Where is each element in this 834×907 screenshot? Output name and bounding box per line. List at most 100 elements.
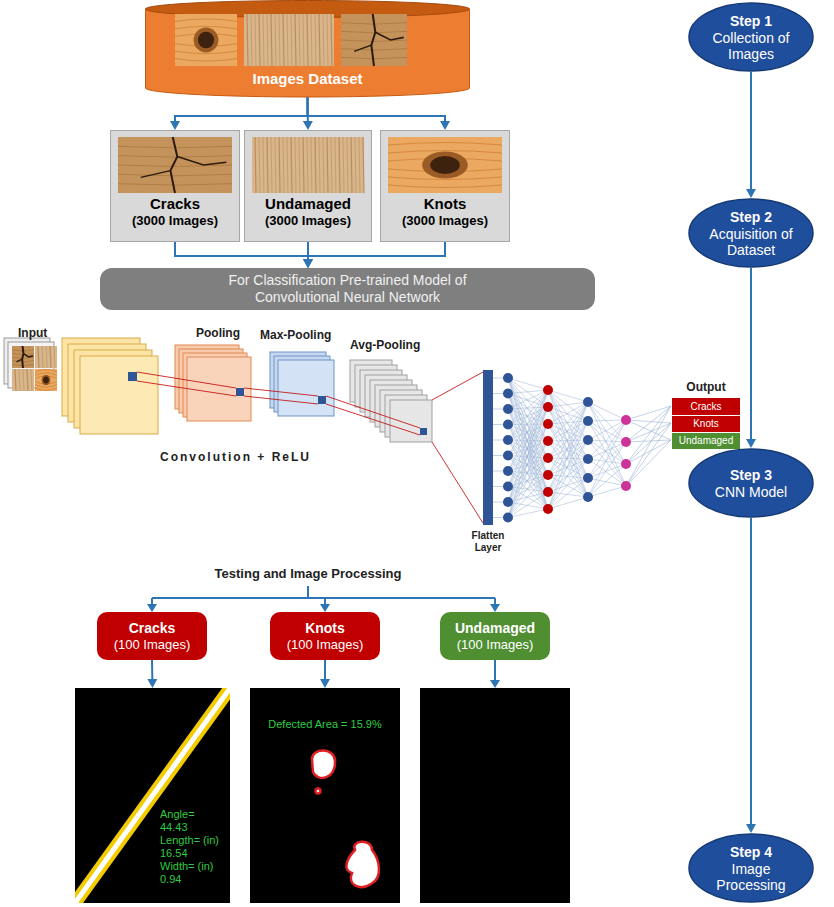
node-title: Angle= 44.43 Length= (in) 16.54 Width= (… — [160, 808, 224, 886]
wood-photos — [283, 14, 284, 66]
dense-layers — [493, 373, 671, 523]
dense-layers — [503, 373, 513, 383]
figure-label: Avg-Pooling — [350, 338, 420, 352]
conv-layers — [128, 372, 137, 381]
dense-layers — [508, 378, 548, 475]
wood-photos — [341, 40, 407, 42]
wood-photos — [275, 137, 276, 193]
dense-layers — [621, 481, 631, 491]
wood-photos — [251, 14, 252, 66]
flow-arrow — [746, 189, 756, 198]
node-title: Cracks — [690, 401, 721, 413]
wood-photos — [315, 14, 316, 66]
dense-layers — [588, 420, 626, 497]
dense-layers — [508, 440, 548, 441]
wood-photos — [335, 137, 336, 193]
dense-layers — [503, 435, 513, 445]
ellipse-shape — [689, 449, 813, 517]
dense-layers — [588, 478, 626, 486]
max-pooling-layers — [270, 352, 334, 416]
test-split-arrows — [152, 597, 495, 599]
node-title: Step 4 — [730, 844, 772, 861]
figure-label: Testing and Image Processing — [200, 566, 416, 582]
dense-layers — [626, 406, 671, 486]
wood-photos — [319, 137, 320, 193]
dense-layers — [626, 423, 671, 486]
dense-layers — [503, 497, 513, 507]
dense-layers — [548, 459, 588, 492]
dense-layers — [588, 440, 626, 464]
dense-layers — [548, 478, 588, 492]
figure-label: Convolution + ReLU — [160, 450, 311, 464]
wood-photos — [118, 137, 232, 193]
wood-photos — [388, 137, 502, 193]
dense-layers — [588, 420, 626, 421]
dense-layers — [508, 394, 548, 459]
wood-photos — [118, 174, 232, 176]
flow-arrow — [746, 439, 756, 448]
flatten-bar — [483, 370, 493, 525]
dense-layers — [583, 397, 593, 407]
dense-layers — [508, 390, 548, 440]
flow-arrow — [147, 660, 157, 688]
dense-layers — [588, 420, 626, 440]
dense-layers — [508, 394, 548, 510]
wood-photos — [331, 14, 332, 66]
wood-photos — [303, 137, 304, 193]
dense-layers — [626, 420, 671, 423]
input-images — [50, 346, 51, 368]
dense-layers — [543, 504, 553, 514]
wood-photos — [307, 137, 308, 193]
wood-photos — [299, 14, 300, 66]
dense-layers — [626, 406, 671, 464]
dense-layers — [508, 458, 548, 518]
knot-outline — [312, 750, 335, 777]
dense-layers — [548, 440, 588, 475]
dense-layers — [583, 473, 593, 483]
dense-layers — [588, 402, 626, 464]
wood-photos — [359, 137, 360, 193]
dense-layers — [548, 402, 588, 458]
kernel-lines — [432, 372, 483, 400]
node-title: Defected Area = 15.9% — [268, 718, 381, 731]
test-split-arrows — [324, 598, 326, 605]
wood-photos — [175, 59, 237, 62]
wood-photos — [363, 137, 364, 193]
node-title: Step 1 — [730, 13, 772, 30]
dense-layers — [583, 454, 593, 464]
dense-layers — [548, 497, 588, 509]
dense-layers — [588, 421, 626, 464]
wood-photos — [255, 137, 256, 193]
node-text: (3000 Images) — [132, 213, 218, 229]
dense-layers — [508, 441, 548, 502]
wood-photos — [287, 137, 288, 193]
dense-layers — [508, 424, 548, 502]
test-box: Cracks(100 Images) — [97, 612, 207, 660]
test-split-arrows — [151, 598, 153, 605]
wood-photos — [175, 19, 237, 22]
node-title: Undamaged — [679, 435, 733, 447]
wood-photos — [331, 137, 332, 193]
dense-layers — [626, 423, 671, 464]
input-images — [22, 346, 23, 368]
flow-arrow — [175, 242, 308, 261]
wood-photos — [354, 45, 371, 51]
test-split-arrows — [307, 586, 309, 598]
dense-layers — [548, 390, 588, 459]
kernel-lines — [244, 396, 318, 404]
wood-photos — [118, 14, 502, 193]
flow-arrow — [746, 72, 756, 198]
dense-layers — [548, 440, 588, 441]
node-title: Images Dataset — [252, 70, 362, 88]
wood-photos — [279, 14, 280, 66]
wood-photos — [291, 14, 292, 66]
flow-arrow — [175, 242, 313, 268]
step-ellipse: Step 4Image Processing — [688, 833, 814, 903]
dense-layers — [548, 407, 588, 421]
arrow-heads — [490, 604, 500, 612]
wood-photos — [311, 14, 312, 66]
pooling-layers — [236, 388, 244, 396]
arrow-heads — [490, 680, 500, 688]
